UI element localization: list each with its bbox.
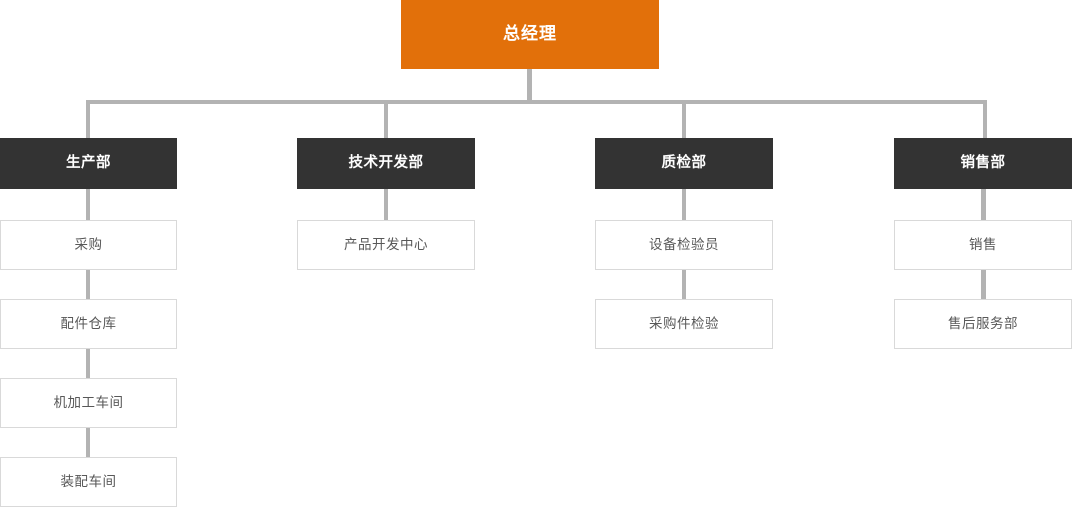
connector-bus-to-dept1 [86, 100, 90, 138]
node-leaf-purchasing[interactable]: 采购 [0, 220, 177, 270]
connector-dept1-child1-to-child2 [86, 269, 90, 300]
node-leaf-sales[interactable]: 销售 [894, 220, 1072, 270]
node-department-sales[interactable]: 销售部 [894, 138, 1072, 189]
connector-bus-to-dept2 [384, 100, 388, 138]
node-leaf-after-sales-service[interactable]: 售后服务部 [894, 299, 1072, 349]
node-root-general-manager[interactable]: 总经理 [401, 0, 659, 69]
connector-root-stem [527, 69, 532, 102]
node-leaf-equipment-inspector[interactable]: 设备检验员 [595, 220, 773, 270]
connector-horizontal-bus [86, 100, 987, 104]
connector-dept1-to-child1 [86, 189, 90, 221]
node-leaf-machining-workshop[interactable]: 机加工车间 [0, 378, 177, 428]
connector-bus-to-dept4 [983, 100, 987, 138]
node-leaf-parts-warehouse[interactable]: 配件仓库 [0, 299, 177, 349]
connector-dept3-to-child1 [682, 189, 686, 221]
connector-dept1-child3-to-child4 [86, 427, 90, 458]
connector-dept3-child1-to-child2 [682, 269, 686, 300]
connector-bus-to-dept3 [682, 100, 686, 138]
node-department-production[interactable]: 生产部 [0, 138, 177, 189]
connector-dept2-to-child1 [384, 189, 388, 221]
node-leaf-assembly-workshop[interactable]: 装配车间 [0, 457, 177, 507]
node-leaf-product-development-center[interactable]: 产品开发中心 [297, 220, 475, 270]
node-department-tech-development[interactable]: 技术开发部 [297, 138, 475, 189]
connector-dept1-child2-to-child3 [86, 348, 90, 379]
node-department-quality-inspection[interactable]: 质检部 [595, 138, 773, 189]
connector-dept4-child1-to-child2 [981, 269, 986, 300]
connector-dept4-to-child1 [981, 189, 986, 221]
node-leaf-purchased-parts-inspection[interactable]: 采购件检验 [595, 299, 773, 349]
